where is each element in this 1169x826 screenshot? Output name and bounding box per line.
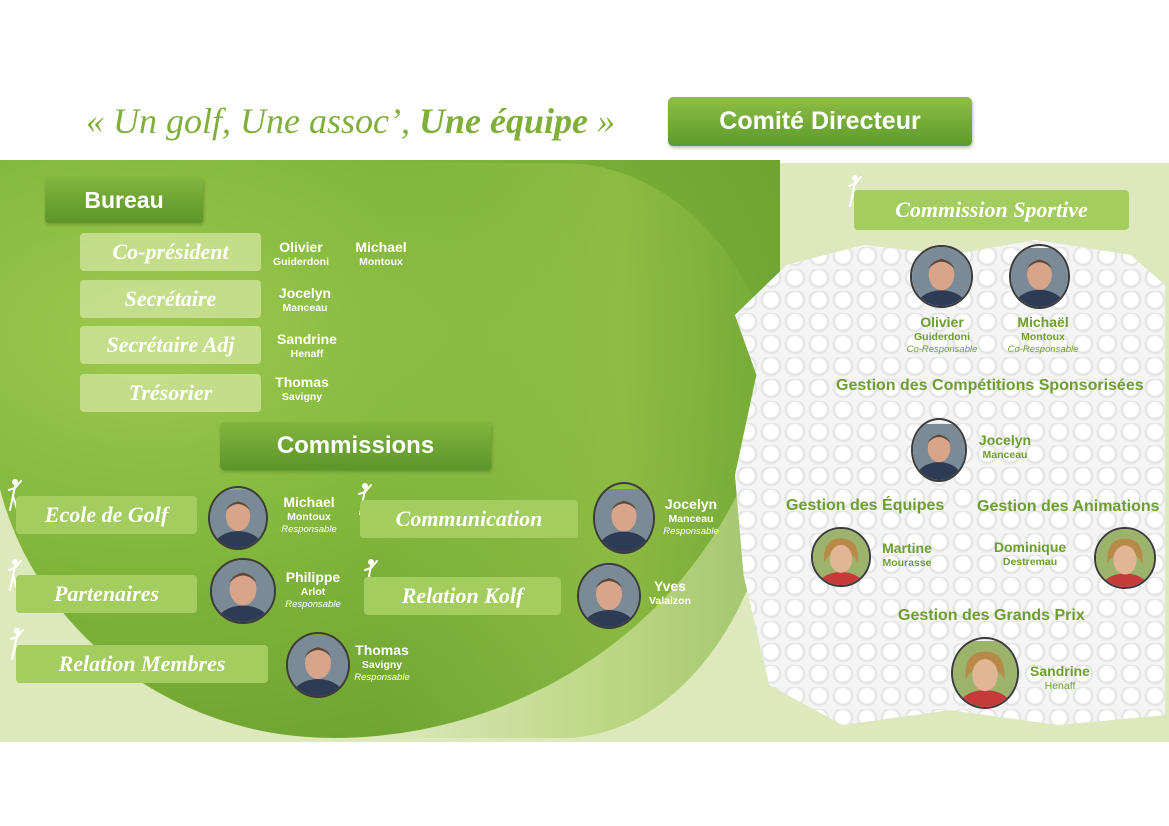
golf-ball-panel xyxy=(735,240,1165,725)
avatar-michael-sportive xyxy=(1009,244,1070,309)
commission-partenaires: Partenaires xyxy=(16,575,197,613)
avatar-jocelyn-sportive xyxy=(911,418,967,482)
commission-ecole-de-golf: Ecole de Golf xyxy=(16,496,197,534)
bureau-title: Bureau xyxy=(45,177,203,223)
commissions-title: Commissions xyxy=(220,422,491,470)
commission-relation-membres: Relation Membres xyxy=(16,645,268,683)
commission-communication: Communication xyxy=(360,500,578,538)
motto-emphasis: Une équipe xyxy=(418,101,588,141)
avatar-martine xyxy=(811,527,871,587)
motto: « Un golf, Une assoc’, Une équipe » xyxy=(86,100,615,142)
avatar-philippe xyxy=(210,558,276,624)
avatar-olivier xyxy=(910,245,973,308)
role-secretaire: Secrétaire xyxy=(80,280,261,318)
equipes-title: Gestion des Équipes xyxy=(786,497,945,514)
avatar-michael xyxy=(208,486,268,550)
grands-prix-title: Gestion des Grands Prix xyxy=(898,607,1085,624)
avatar-yves xyxy=(577,563,641,629)
role-secretaire-adj: Secrétaire Adj xyxy=(80,326,261,364)
avatar-sandrine xyxy=(951,637,1019,709)
avatar-jocelyn xyxy=(593,482,655,554)
motto-close: » xyxy=(587,101,615,141)
animations-title: Gestion des Animations xyxy=(977,498,1160,515)
role-co-president: Co-président xyxy=(80,233,261,271)
role-tresorier: Trésorier xyxy=(80,374,261,412)
avatar-dominique xyxy=(1094,527,1156,589)
commission-sportive-title: Commission Sportive xyxy=(854,190,1129,230)
competitions-title: Gestion des Compétitions Sponsorisées xyxy=(836,377,1144,394)
comite-directeur-badge: Comité Directeur xyxy=(668,97,972,146)
commission-relation-kolf: Relation Kolf xyxy=(364,577,561,615)
avatar-thomas xyxy=(286,632,350,698)
motto-text: « Un golf, Une assoc’, xyxy=(86,101,419,141)
